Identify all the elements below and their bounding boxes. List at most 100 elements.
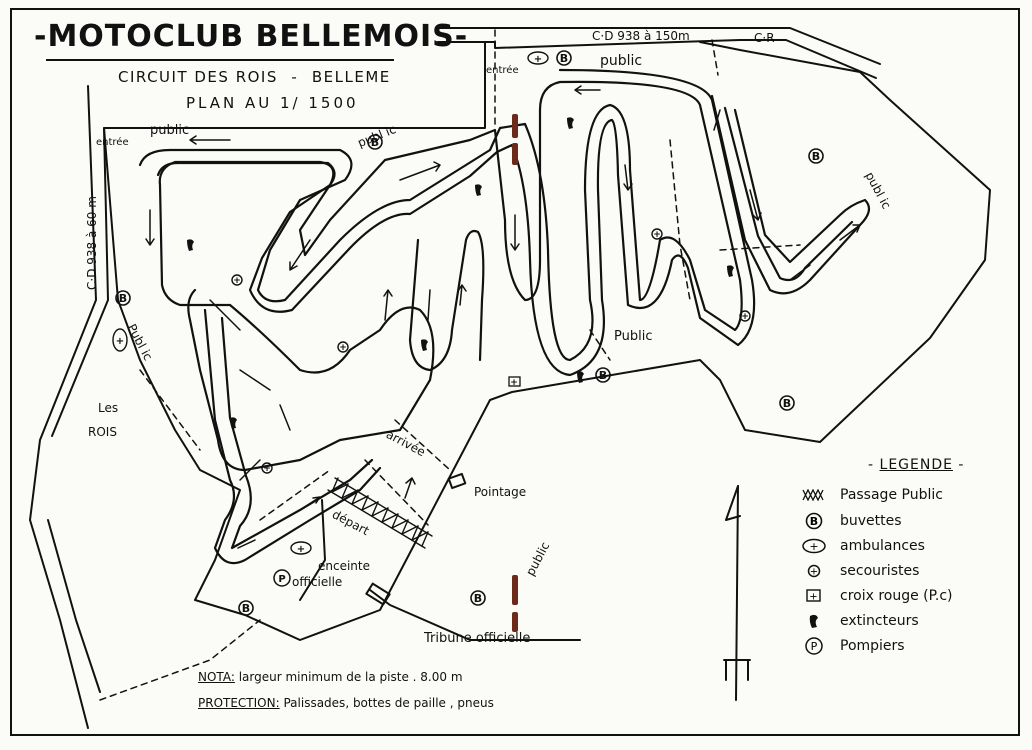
- dashed-path-2: [99, 619, 261, 701]
- dashed-path-4: [669, 139, 691, 301]
- svg-text:B: B: [119, 292, 127, 305]
- label-pointage: Pointage: [474, 485, 527, 499]
- dashed-path-9: [719, 244, 801, 251]
- svg-text:+: +: [741, 312, 749, 322]
- subtitle-left: CIRCUIT DES ROIS: [118, 68, 278, 86]
- ambulance-icon: + + +: [112, 51, 549, 555]
- legend-label-secouristes: secouristes: [840, 563, 920, 579]
- ambulance-icon: +: [800, 537, 828, 555]
- dashed-path-3: [139, 369, 201, 451]
- left-road: [29, 85, 97, 729]
- track-inner: [156, 68, 756, 377]
- svg-text:+: +: [510, 378, 518, 388]
- legend-item-buvettes: B buvettes: [800, 512, 902, 530]
- svg-text:+: +: [263, 464, 271, 474]
- firefighter-icon: P: [273, 569, 291, 587]
- svg-text:+: +: [233, 276, 241, 286]
- svg-text:+: +: [339, 343, 347, 353]
- red-cross-post-icon: +: [508, 376, 521, 388]
- svg-text:B: B: [599, 369, 607, 382]
- label-tribune: Tribune officielle: [424, 631, 531, 646]
- legend-label-pompiers: Pompiers: [840, 638, 905, 654]
- barrier-markers: [512, 114, 518, 632]
- legend-label-ambulances: ambulances: [840, 538, 925, 554]
- crosshatch-icon: [800, 486, 828, 504]
- nota-key: NOTA:: [198, 670, 235, 684]
- legend-item-croix-rouge: + croix rouge (P.c): [800, 587, 953, 605]
- road-label-top-right: C·R: [754, 31, 775, 45]
- left-road-inner-2: [47, 519, 101, 693]
- svg-text:B: B: [810, 515, 818, 528]
- svg-text:B: B: [371, 136, 379, 149]
- svg-text:+: +: [297, 544, 305, 555]
- track-outer: [138, 80, 743, 472]
- north-arrow: [723, 485, 751, 701]
- svg-text:B: B: [474, 592, 482, 605]
- label-public-left: public: [150, 123, 190, 138]
- label-public-top: public: [600, 53, 643, 69]
- subtitle: CIRCUIT DES ROIS-BELLEME: [118, 70, 391, 85]
- dashed-path-6: [589, 329, 611, 361]
- track-center-outer: [408, 229, 485, 372]
- buvette-icon: B: [800, 512, 828, 530]
- label-entree-top: entrée: [486, 65, 519, 76]
- secouriste-icon: + + + + +: [231, 228, 751, 474]
- left-road-inner: [51, 127, 109, 437]
- tribune-box: [365, 582, 391, 606]
- svg-text:+: +: [116, 336, 124, 347]
- svg-text:B: B: [812, 150, 820, 163]
- map-frame: [10, 8, 1020, 736]
- svg-text:+: +: [809, 540, 818, 553]
- extinguisher-icon: [187, 117, 734, 429]
- legend-label-extincteurs: extincteurs: [840, 613, 919, 629]
- svg-text:B: B: [560, 52, 568, 65]
- label-entree-left: entrée: [96, 137, 129, 148]
- legend-item-extincteurs: extincteurs: [800, 612, 919, 630]
- svg-text:+: +: [653, 230, 661, 240]
- track-west-inner: [220, 316, 374, 550]
- nota-note: NOTA: largeur minimum de la piste . 8.00…: [198, 671, 463, 683]
- passage-public-crosshatch: [327, 477, 433, 549]
- svg-text:+: +: [810, 567, 818, 578]
- pointage-box: [447, 472, 467, 490]
- subtitle-separator: -: [291, 68, 299, 86]
- plan-scale: PLAN AU 1/ 1500: [186, 94, 359, 112]
- road-label-left: C·D 938 à 60 m: [85, 196, 99, 290]
- svg-text:P: P: [811, 640, 818, 653]
- red-cross-post-icon: +: [800, 587, 828, 605]
- legend-label-passage: Passage Public: [840, 487, 943, 503]
- dashed-path-7: [394, 419, 451, 471]
- label-rois: ROIS: [88, 425, 117, 439]
- road-label-top: C·D 938 à 150m: [592, 29, 690, 43]
- protection-text: Palissades, bottes de paille , pneus: [283, 696, 494, 710]
- subtitle-right: BELLEME: [311, 68, 391, 86]
- svg-text:+: +: [809, 592, 817, 603]
- map-symbols: B B B B B B B B + + + + + + + +: [112, 50, 824, 616]
- extinguisher-icon: [800, 612, 828, 630]
- label-enceinte: enceinte: [318, 559, 370, 573]
- legend-title: - LEGENDE -: [868, 457, 965, 473]
- page-title: -MOTOCLUB BELLEMOIS-: [34, 19, 469, 54]
- protection-note: PROTECTION: Palissades, bottes de paille…: [198, 697, 494, 709]
- buvette-icon: B B B B B B B B: [115, 50, 824, 616]
- legend-item-passage: Passage Public: [800, 486, 943, 504]
- svg-text:B: B: [783, 397, 791, 410]
- label-les: Les: [98, 401, 119, 415]
- dashed-path-5: [711, 39, 719, 76]
- nota-text: largeur minimum de la piste . 8.00 m: [238, 670, 463, 684]
- top-road: [437, 27, 881, 65]
- firefighter-icon: P: [800, 637, 828, 655]
- track-west-outer: [203, 308, 382, 565]
- svg-text:+: +: [534, 54, 542, 65]
- dashed-path-10: [259, 469, 331, 521]
- label-public-center: Public: [614, 329, 653, 344]
- official-enclosure: [299, 499, 581, 641]
- outer-enclosure: [103, 41, 991, 641]
- title-underline: [46, 59, 394, 61]
- legend-item-pompiers: P Pompiers: [800, 637, 905, 655]
- legend-label-croix-rouge: croix rouge (P.c): [840, 588, 953, 604]
- svg-text:B: B: [242, 602, 250, 615]
- svg-text:P: P: [278, 574, 285, 585]
